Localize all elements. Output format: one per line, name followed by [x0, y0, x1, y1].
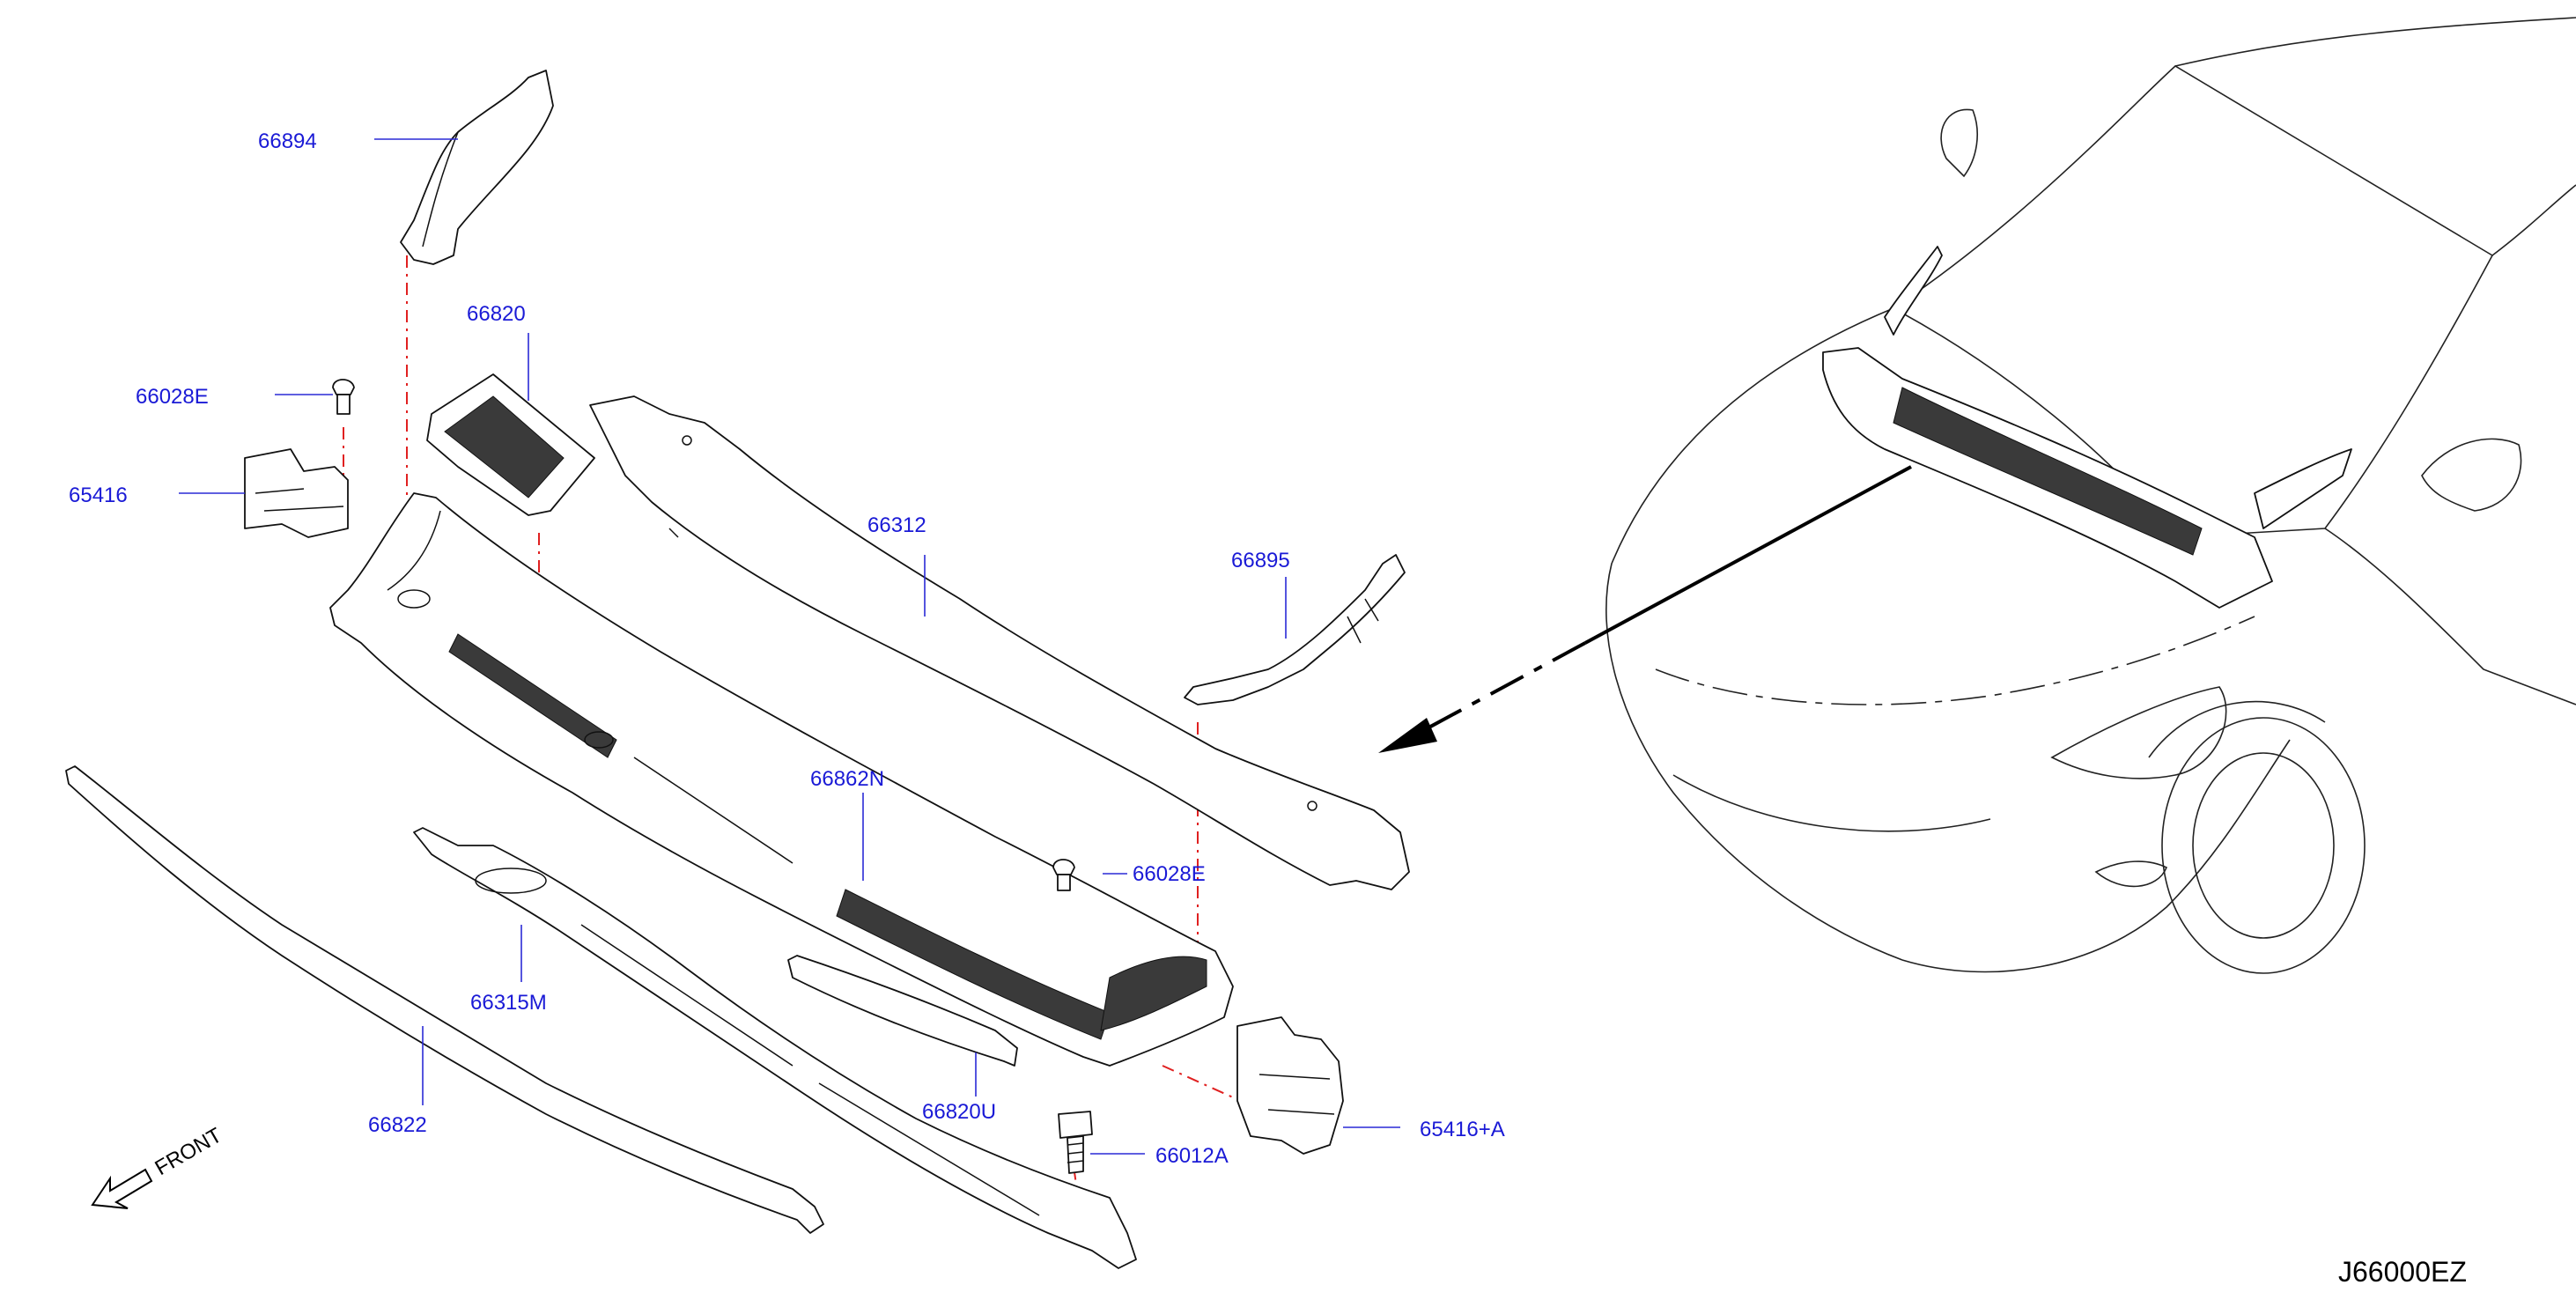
part-66028E-clip-right[interactable]	[1052, 859, 1075, 891]
part-66315M-cowl-top-extension[interactable]	[413, 827, 1137, 1269]
part-65416A-sealer-block[interactable]	[1236, 1016, 1344, 1155]
callout-65416[interactable]: 65416	[69, 484, 128, 507]
callout-66820U[interactable]: 66820U	[922, 1100, 996, 1124]
leader-lines	[179, 138, 1400, 1155]
callout-66895[interactable]: 66895	[1231, 549, 1290, 572]
vehicle-overview	[1605, 17, 2576, 974]
part-65416-sealer-block[interactable]	[244, 448, 349, 538]
part-66820U-seal-strip[interactable]	[787, 955, 1018, 1067]
part-66822-seal-molding[interactable]	[65, 765, 824, 1234]
part-66894-cowl-end-cover[interactable]	[400, 70, 554, 265]
front-label: FRONT	[151, 1123, 226, 1180]
callout-66012A[interactable]: 66012A	[1155, 1144, 1229, 1168]
part-66312-cowl-top-upper[interactable]	[589, 395, 1410, 890]
part-66895-cowl-end-cover-right[interactable]	[1184, 554, 1406, 705]
callout-65416A[interactable]: 65416+A	[1420, 1118, 1505, 1141]
callout-66820[interactable]: 66820	[467, 302, 526, 326]
front-direction-arrow	[91, 1168, 153, 1209]
callout-66028E-right[interactable]: 66028E	[1133, 862, 1206, 886]
callouts: 66894 66820 66028E 65416 66312 66895 668…	[69, 129, 1505, 1168]
callout-66862N[interactable]: 66862N	[810, 767, 884, 791]
callout-66312[interactable]: 66312	[867, 513, 926, 537]
callout-66315M[interactable]: 66315M	[470, 991, 547, 1015]
figure-id: J66000EZ	[2338, 1256, 2467, 1288]
overview-pointer-arrow	[1378, 465, 1912, 753]
part-66012A-bolt[interactable]	[1058, 1111, 1093, 1174]
callout-66028E-left[interactable]: 66028E	[136, 385, 209, 409]
part-66862N-cowl-top[interactable]	[329, 492, 1234, 1067]
callout-66822[interactable]: 66822	[368, 1113, 427, 1137]
part-66820-seal-screen[interactable]	[426, 373, 595, 516]
callout-66894[interactable]: 66894	[258, 129, 317, 153]
part-66028E-clip-left[interactable]	[332, 379, 355, 415]
